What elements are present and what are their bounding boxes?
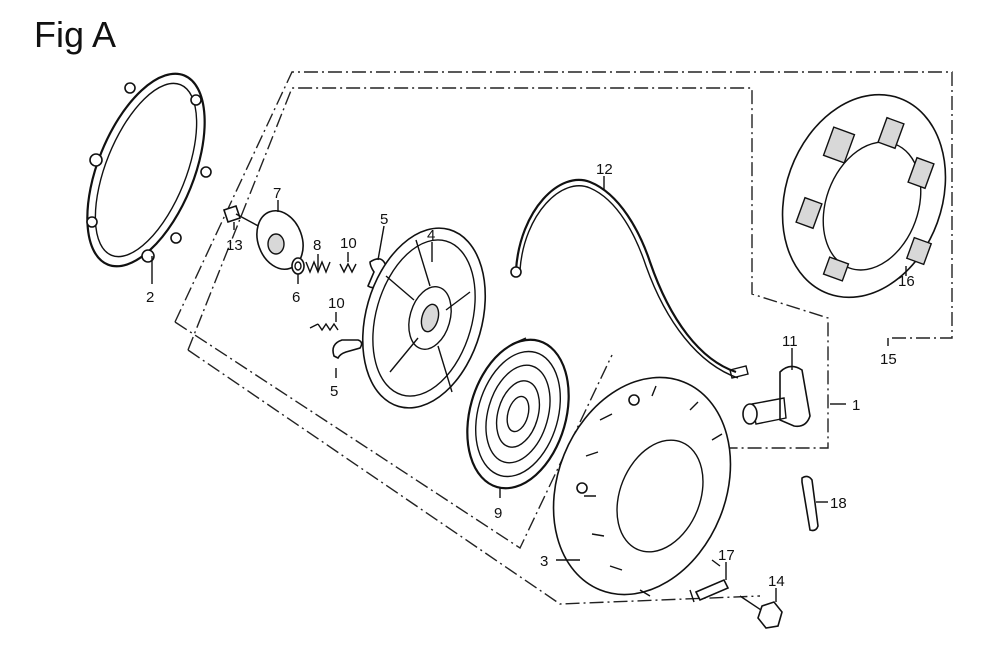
callout-14: 14 — [768, 573, 785, 590]
part-starter-rope — [510, 178, 749, 379]
part-starter-grip — [742, 365, 811, 428]
part-spring — [305, 260, 331, 274]
callout-2: 2 — [146, 289, 154, 306]
assembly-outline-1 — [174, 71, 953, 339]
callout-5a: 5 — [380, 211, 388, 228]
part-small-spring-upper — [339, 262, 357, 274]
part-reel — [361, 227, 487, 409]
callout-1: 1 — [852, 397, 860, 414]
part-gasket-ring — [86, 72, 212, 268]
callout-6: 6 — [292, 289, 300, 306]
part-small-spring-lower — [309, 322, 339, 332]
callout-3: 3 — [540, 553, 548, 570]
callout-18: 18 — [830, 495, 847, 512]
part-rope-guide — [801, 475, 819, 532]
part-bolt — [222, 204, 263, 229]
callout-7: 7 — [273, 185, 281, 202]
leader-lines — [151, 176, 907, 602]
figure-title: Fig A — [34, 14, 117, 55]
callout-4: 4 — [427, 227, 435, 244]
assembly-outline-3 — [174, 321, 613, 550]
callout-17: 17 — [718, 547, 735, 564]
callout-5b: 5 — [330, 383, 338, 400]
callout-16: 16 — [898, 273, 915, 290]
part-flange-bolt — [739, 595, 783, 629]
callout-15: 15 — [880, 351, 897, 368]
part-cam — [256, 210, 304, 270]
part-pin — [694, 578, 730, 602]
callout-8: 8 — [313, 237, 321, 254]
part-recoil-spring — [466, 337, 570, 490]
callout-10b: 10 — [328, 295, 345, 312]
callout-11: 11 — [782, 333, 798, 350]
callout-13: 13 — [226, 237, 243, 254]
part-starter-case — [552, 376, 732, 603]
callout-9: 9 — [494, 505, 502, 522]
part-ratchet-lower — [332, 339, 363, 360]
callout-10a: 10 — [340, 235, 357, 252]
callout-12: 12 — [596, 161, 613, 178]
assembly-outline-2 — [187, 87, 829, 449]
part-outer-cover — [781, 93, 947, 299]
part-washer — [291, 257, 305, 275]
